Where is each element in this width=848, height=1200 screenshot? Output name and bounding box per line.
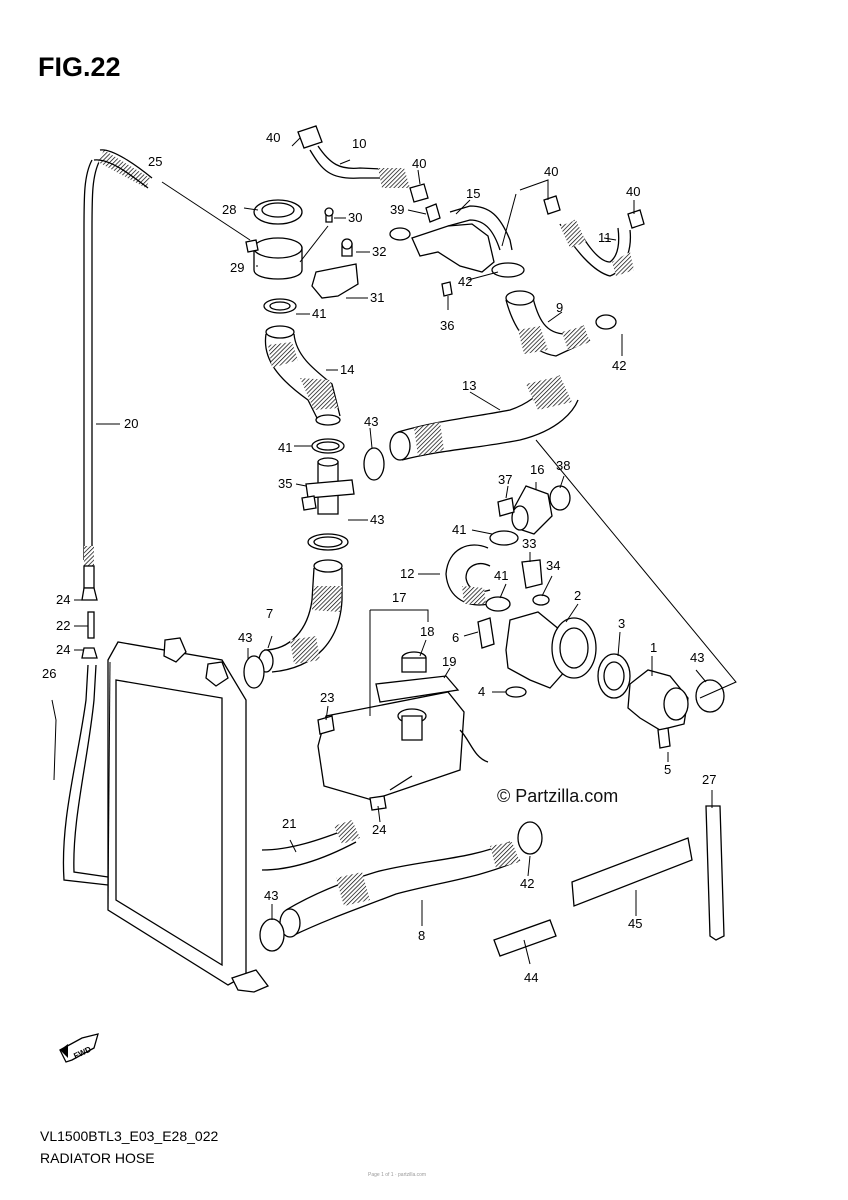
callout-25: 25 (148, 154, 162, 169)
callout-22: 22 (56, 618, 70, 633)
callout-15: 15 (466, 186, 480, 201)
callout-3: 3 (618, 616, 625, 631)
leader-lines (51, 137, 737, 965)
callout-43-b: 43 (370, 512, 384, 527)
callout-33: 33 (522, 536, 536, 551)
callout-13: 13 (462, 378, 476, 393)
callout-1: 1 (650, 640, 657, 655)
callout-8: 8 (418, 928, 425, 943)
hose-21 (261, 820, 360, 871)
model-code: VL1500BTL3_E03_E28_022 (40, 1128, 219, 1144)
callout-41-a: 41 (312, 306, 326, 321)
callout-37: 37 (498, 472, 512, 487)
hose-15 (389, 203, 525, 297)
callout-30: 30 (348, 210, 362, 225)
callout-19: 19 (442, 654, 456, 669)
callout-42-a: 42 (458, 274, 472, 289)
callout-44: 44 (524, 970, 538, 985)
callout-32: 32 (372, 244, 386, 259)
callout-7: 7 (266, 606, 273, 621)
callout-39: 39 (390, 202, 404, 217)
accessories (493, 805, 725, 957)
callout-26: 26 (42, 666, 56, 681)
callout-24-lower: 24 (372, 822, 386, 837)
callout-12: 12 (400, 566, 414, 581)
filler-neck (245, 199, 359, 314)
hose-11 (543, 195, 645, 277)
hose-14 (264, 325, 341, 426)
radiator (107, 637, 270, 993)
callout-24-upper: 24 (56, 592, 70, 607)
footer-note: Page 1 of 1 · partzilla.com (368, 1172, 427, 1178)
joint-35 (301, 438, 355, 551)
callout-34: 34 (546, 558, 560, 573)
thermostat-housing (477, 611, 725, 749)
callout-41-d: 41 (494, 568, 508, 583)
callout-43-a: 43 (364, 414, 378, 429)
callout-38: 38 (556, 458, 570, 473)
callout-labels: 25 28 30 29 32 31 41 14 20 41 43 35 43 2… (42, 130, 716, 985)
callout-28: 28 (222, 202, 236, 217)
forward-arrow-icon: FWD (59, 1033, 99, 1063)
callout-41-b: 41 (278, 440, 292, 455)
callout-10: 10 (352, 136, 366, 151)
fitting-16 (497, 485, 571, 606)
callout-40-b: 40 (412, 156, 426, 171)
figure-title: FIG.22 (38, 52, 121, 82)
callout-27: 27 (702, 772, 716, 787)
figure-caption: RADIATOR HOSE (40, 1150, 155, 1166)
callout-20: 20 (124, 416, 138, 431)
callout-40-a: 40 (266, 130, 280, 145)
callout-40-c: 40 (544, 164, 558, 179)
callout-43-e: 43 (264, 888, 278, 903)
hose-12 (445, 530, 519, 612)
hose-9 (505, 290, 617, 357)
breather-hose-long (62, 149, 153, 886)
callout-9: 9 (556, 300, 563, 315)
callout-43-c: 43 (690, 650, 704, 665)
callout-40-d: 40 (626, 184, 640, 199)
callout-41-c: 41 (452, 522, 466, 537)
callout-35: 35 (278, 476, 292, 491)
hose-8 (259, 821, 543, 952)
hose-7 (243, 559, 343, 689)
callout-2: 2 (574, 588, 581, 603)
callout-16: 16 (530, 462, 544, 477)
watermark: © Partzilla.com (497, 786, 619, 806)
callout-21: 21 (282, 816, 296, 831)
callout-31: 31 (370, 290, 384, 305)
callout-11: 11 (598, 230, 612, 245)
callout-5: 5 (664, 762, 671, 777)
callout-23: 23 (320, 690, 334, 705)
callout-4: 4 (478, 684, 485, 699)
callout-6: 6 (452, 630, 459, 645)
callout-42-c: 42 (520, 876, 534, 891)
callout-29: 29 (230, 260, 244, 275)
callout-43-d: 43 (238, 630, 252, 645)
reservoir-tank (317, 651, 489, 811)
callout-42-b: 42 (612, 358, 626, 373)
callout-36: 36 (440, 318, 454, 333)
hose-10 (297, 125, 429, 203)
callout-14: 14 (340, 362, 354, 377)
hose-13 (363, 375, 579, 481)
callout-24-middle: 24 (56, 642, 70, 657)
callout-18: 18 (420, 624, 434, 639)
callout-17: 17 (392, 590, 406, 605)
callout-45: 45 (628, 916, 642, 931)
